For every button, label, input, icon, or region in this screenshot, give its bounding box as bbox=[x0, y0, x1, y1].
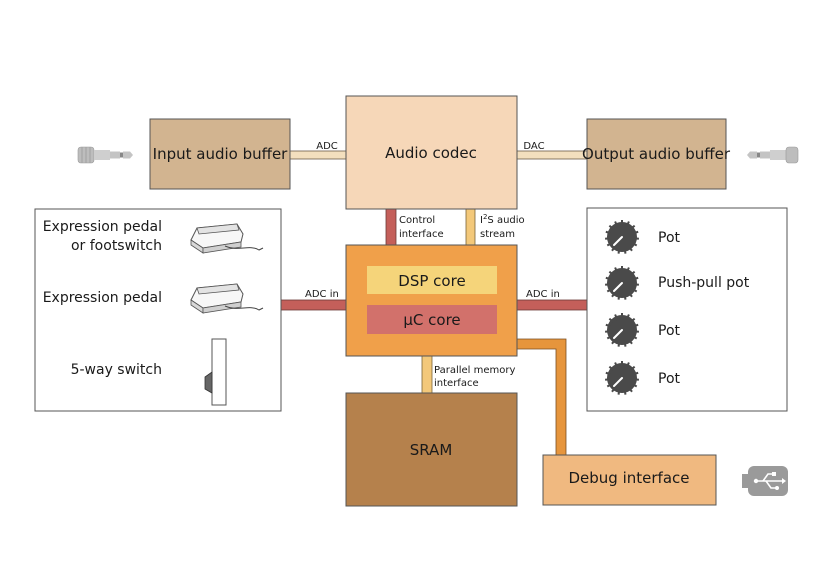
output-audio-buffer-block: Output audio buffer bbox=[582, 118, 731, 190]
expression-pedal-footswitch-label-line2: or footswitch bbox=[71, 238, 162, 254]
expression-pedal-label: Expression pedal bbox=[43, 290, 162, 306]
adc-link bbox=[289, 150, 347, 160]
inputs-panel: Expression pedal or footswitch Expressio… bbox=[34, 208, 282, 412]
pot-4-label: Pot bbox=[658, 371, 681, 387]
i2s-superscript: 2 bbox=[483, 213, 487, 221]
audio-codec-block: Audio codec bbox=[345, 95, 518, 210]
output-jack-icon bbox=[747, 146, 799, 164]
sram-label: SRAM bbox=[410, 441, 453, 459]
expression-pedal-footswitch-label-line1: Expression pedal bbox=[43, 219, 162, 235]
i2s-rest: S audio bbox=[487, 215, 524, 226]
input-buffer-label: Input audio buffer bbox=[153, 145, 289, 163]
parallel-memory-bus bbox=[421, 355, 433, 394]
audio-codec-label: Audio codec bbox=[385, 144, 477, 162]
sram-block: SRAM bbox=[345, 392, 518, 507]
i2s-bus bbox=[465, 208, 476, 246]
parallel-label-line2: interface bbox=[434, 378, 479, 389]
adc-label: ADC bbox=[316, 141, 338, 152]
pot-3-label: Pot bbox=[658, 323, 681, 339]
i2s-label-line1: I2S audio bbox=[480, 213, 525, 226]
parallel-label-line1: Parallel memory bbox=[434, 365, 515, 376]
push-pull-pot-label: Push-pull pot bbox=[658, 275, 750, 291]
input-jack-icon bbox=[77, 146, 133, 164]
output-buffer-label: Output audio buffer bbox=[582, 145, 731, 163]
dsp-core-label: DSP core bbox=[398, 272, 465, 290]
adc-in-right-label: ADC in bbox=[526, 289, 560, 300]
i2s-prefix: I bbox=[480, 215, 483, 226]
uc-core-block bbox=[367, 305, 497, 334]
usb-icon bbox=[742, 466, 788, 496]
five-way-switch-label: 5-way switch bbox=[71, 362, 162, 378]
input-audio-buffer-block: Input audio buffer bbox=[149, 118, 291, 190]
debug-interface-label: Debug interface bbox=[569, 469, 690, 487]
main-processor-block: DSP core µC core bbox=[345, 244, 518, 357]
debug-bus bbox=[516, 338, 567, 456]
dac-label: DAC bbox=[523, 141, 544, 152]
adc-in-right-bus bbox=[516, 299, 588, 311]
control-interface-bus bbox=[385, 208, 397, 246]
adc-in-left-label: ADC in bbox=[305, 289, 339, 300]
debug-interface-block: Debug interface bbox=[542, 454, 717, 506]
i2s-label-line2: stream bbox=[480, 229, 515, 240]
pot-1-label: Pot bbox=[658, 230, 681, 246]
uc-core-label: µC core bbox=[403, 311, 460, 329]
controls-panel: Pot Push-pull pot Pot Pot bbox=[586, 207, 788, 412]
five-way-switch-icon bbox=[204, 338, 227, 406]
adc-in-left-bus bbox=[280, 299, 347, 311]
dsp-core-block bbox=[367, 266, 497, 294]
control-label-line1: Control bbox=[399, 215, 435, 226]
control-label-line2: interface bbox=[399, 229, 444, 240]
dac-link bbox=[516, 150, 588, 160]
